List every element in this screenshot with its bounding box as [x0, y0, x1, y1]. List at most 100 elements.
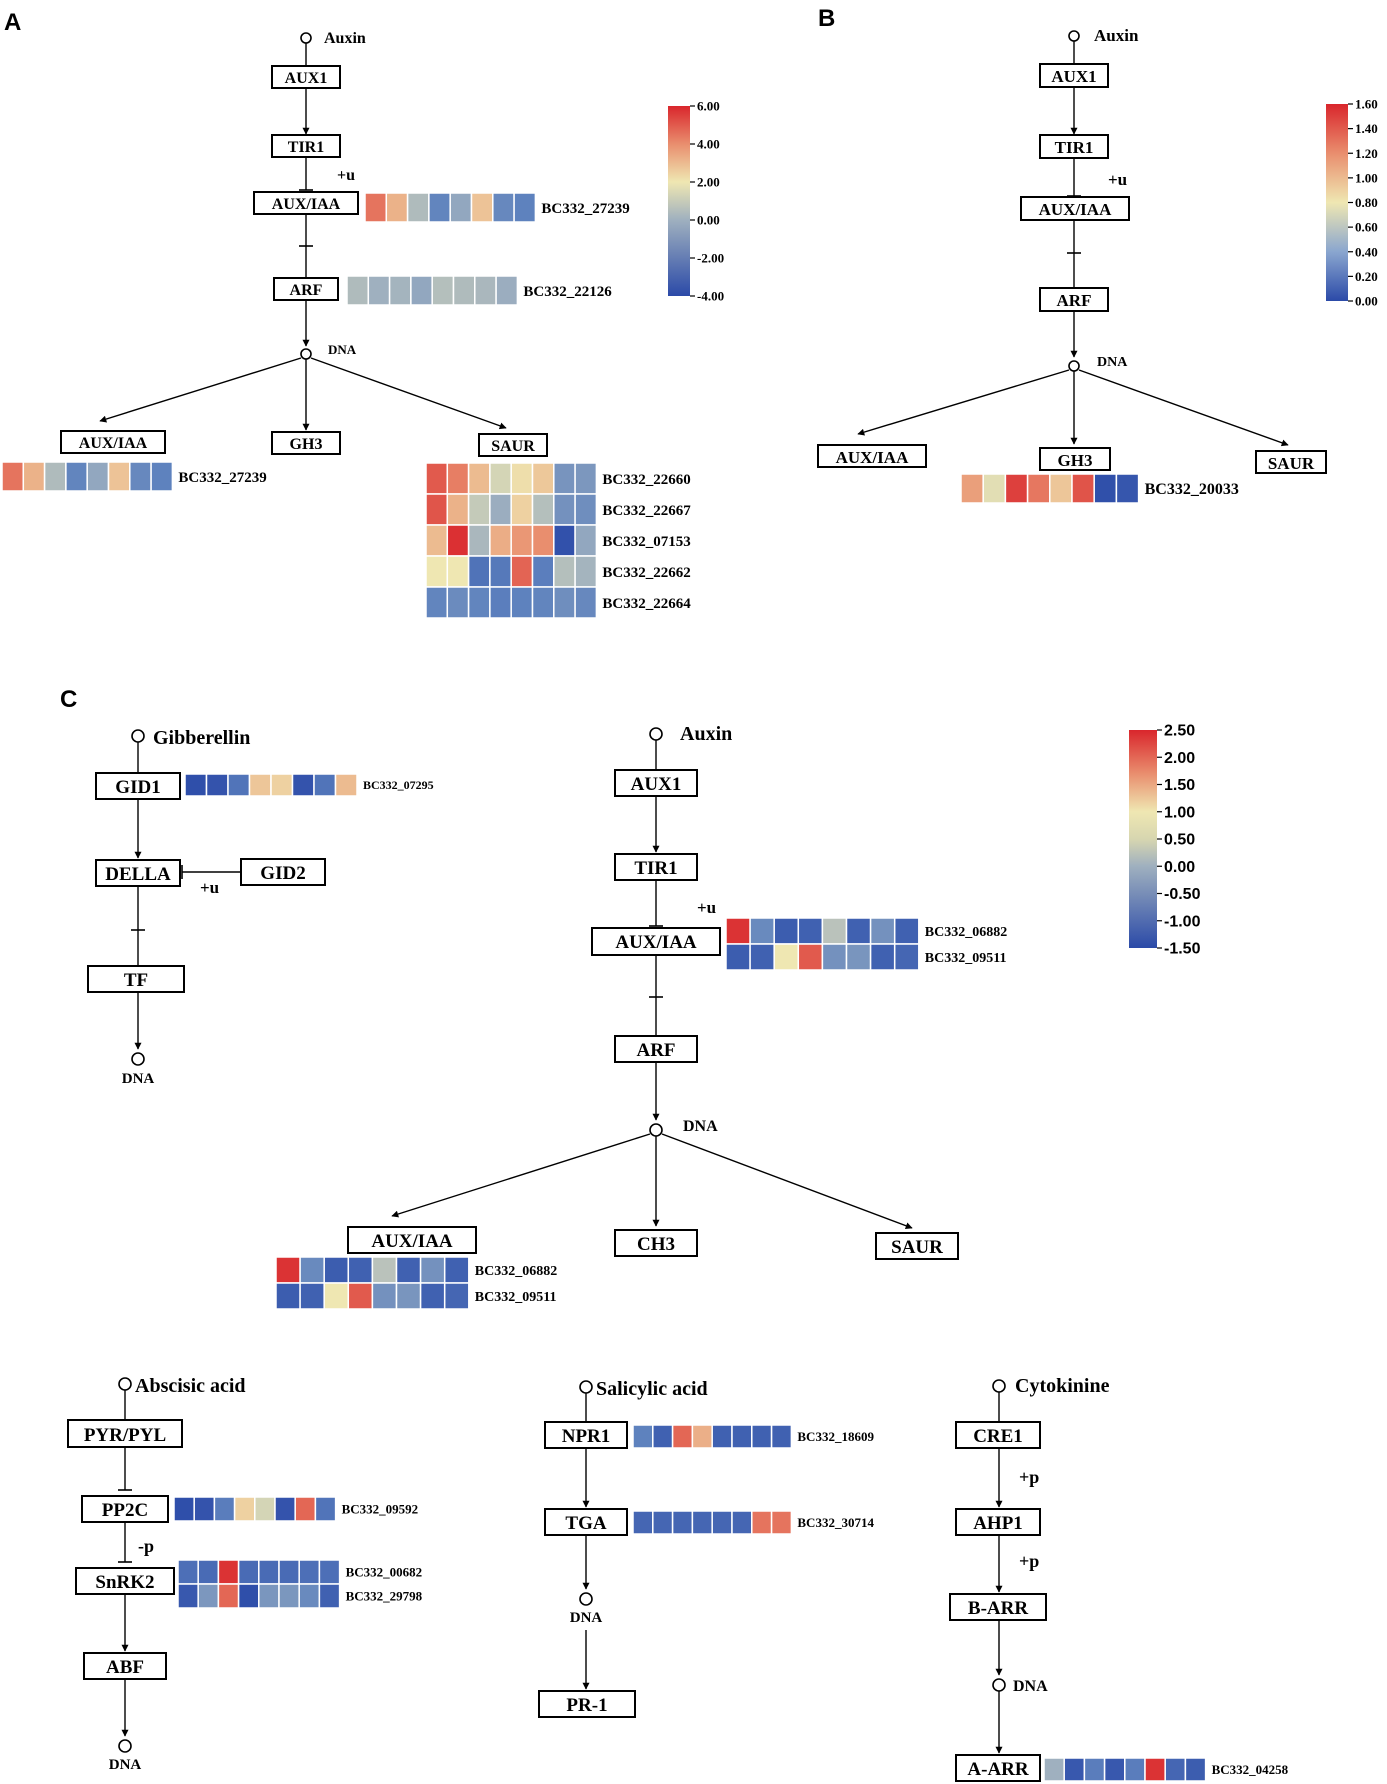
heatmap-cell	[395, 1256, 422, 1284]
sa-signal-marker	[579, 1380, 593, 1394]
heatmap-cell	[177, 1559, 199, 1585]
dna-marker	[992, 1678, 1006, 1692]
arrow-dna-saur	[661, 1133, 913, 1230]
heatmap-cell	[1071, 473, 1095, 504]
abscisic-acid-label: Abscisic acid	[135, 1375, 246, 1397]
heatmap-cell	[347, 1256, 374, 1284]
heatmap-cell	[691, 1424, 713, 1449]
heatmap-cell	[323, 1282, 350, 1310]
colorbar-tick-label: 0.50	[1164, 832, 1195, 849]
heatmap-cell	[446, 493, 470, 526]
auxiaa-label: AUX/IAA	[615, 932, 697, 953]
arrow-dna-auxiaa	[391, 1133, 651, 1218]
heatmap-gid1: BC332_07295	[184, 773, 434, 797]
heatmap-cell	[1124, 1757, 1146, 1782]
gene-id-label: BC332_18609	[797, 1429, 874, 1444]
colorbar-c-ticks: 2.502.001.501.000.500.00-0.50-1.00-1.50	[1157, 723, 1201, 958]
dna-label: DNA	[328, 342, 357, 357]
auxin-label: Auxin	[1094, 26, 1139, 45]
heatmap-cell	[553, 586, 576, 619]
heatmap-cell	[217, 1583, 240, 1609]
phosphorylation-label-2: +p	[1019, 1551, 1039, 1571]
saur-label: SAUR	[491, 438, 535, 455]
heatmap-cell	[574, 524, 598, 557]
heatmap-cell	[22, 461, 46, 492]
dna-label: DNA	[1013, 1678, 1048, 1695]
heatmap-cell	[258, 1583, 280, 1609]
gene-id-label: BC332_30714	[797, 1515, 874, 1530]
heatmap-cell	[129, 461, 152, 492]
heatmap-cell	[197, 1559, 220, 1585]
colorbar-tick-label: 2.00	[1164, 750, 1195, 767]
colorbar-tick-label: 1.60	[1355, 97, 1378, 112]
heatmap-cell	[367, 275, 391, 306]
tga-box	[544, 1508, 628, 1536]
npr1-label: NPR1	[562, 1426, 611, 1447]
heatmap-cell	[334, 773, 358, 797]
heatmap-cell	[298, 1559, 321, 1585]
saur-box	[875, 1232, 959, 1260]
heatmap-cell	[495, 275, 519, 306]
heatmap-cell	[574, 462, 598, 495]
panel-b-letter: B	[818, 5, 835, 32]
gid1-label: GID1	[115, 777, 160, 798]
heatmap-cell	[671, 1510, 694, 1535]
heatmap-cell	[233, 1496, 256, 1522]
heatmap-cell	[425, 586, 449, 619]
tir1-box	[614, 853, 698, 881]
colorbar-tick-label: -1.50	[1164, 941, 1201, 958]
aarr-box	[955, 1754, 1041, 1782]
saur-box	[478, 433, 548, 457]
auxiaa-output-label: AUX/IAA	[371, 1231, 453, 1252]
heatmap-cell	[489, 555, 512, 588]
heatmap-cell	[173, 1496, 195, 1522]
auxin-signal-marker	[649, 727, 663, 741]
heatmap-cell	[237, 1583, 260, 1609]
dna-label: DNA	[570, 1610, 603, 1626]
heatmap-pp2c: BC332_09592	[173, 1496, 418, 1522]
heatmap-cell	[711, 1424, 733, 1449]
heatmap-cell	[869, 943, 896, 971]
heatmap-cell	[751, 1510, 773, 1535]
ubiquitination-label: +u	[200, 878, 219, 897]
panel-a-letter: A	[4, 9, 21, 36]
heatmap-cell	[177, 1583, 199, 1609]
heatmap-cell	[278, 1583, 300, 1609]
heatmap-cell	[574, 493, 598, 526]
aux1-label: AUX1	[631, 774, 682, 795]
auxiaa-output-label: AUX/IAA	[836, 448, 909, 467]
heatmap-cell	[1, 461, 25, 492]
heatmap-cell	[270, 773, 294, 797]
heatmap-cell	[443, 1256, 470, 1284]
auxin-signal-marker	[1068, 30, 1080, 42]
heatmap-cell	[467, 586, 491, 619]
heatmap-cell	[513, 192, 537, 223]
gene-id-label: BC332_27239	[178, 470, 266, 486]
heatmap-cell	[197, 1583, 220, 1609]
arrow-dna-saur	[1078, 369, 1289, 447]
heatmap-cell	[1103, 1757, 1126, 1782]
heatmap-cell	[43, 461, 67, 492]
heatmap-cell	[751, 1424, 773, 1449]
heatmap-cell	[773, 917, 800, 945]
dna-label: DNA	[1097, 355, 1128, 370]
ubiquitination-label: +u	[337, 167, 355, 184]
heatmap-cell	[749, 917, 775, 945]
heatmap-cell	[406, 192, 430, 223]
snrk2-label: SnRK2	[95, 1572, 154, 1593]
heatmap-auxiaa: BC332_27239	[364, 192, 630, 223]
heatmap-cell	[574, 586, 598, 619]
heatmap-cell	[193, 1496, 216, 1522]
snrk2-box	[75, 1567, 175, 1595]
heatmap-cell	[294, 1496, 317, 1522]
heatmap-cell	[318, 1559, 341, 1585]
heatmap-cell	[258, 1559, 280, 1585]
heatmap-arf: BC332_22126	[346, 275, 612, 306]
heatmap-cell	[385, 192, 409, 223]
colorbar-b-ticks: 1.601.401.201.000.800.600.400.200.00	[1348, 97, 1378, 309]
heatmap-cell	[1049, 473, 1073, 504]
gene-id-label: BC332_06882	[475, 1264, 557, 1279]
